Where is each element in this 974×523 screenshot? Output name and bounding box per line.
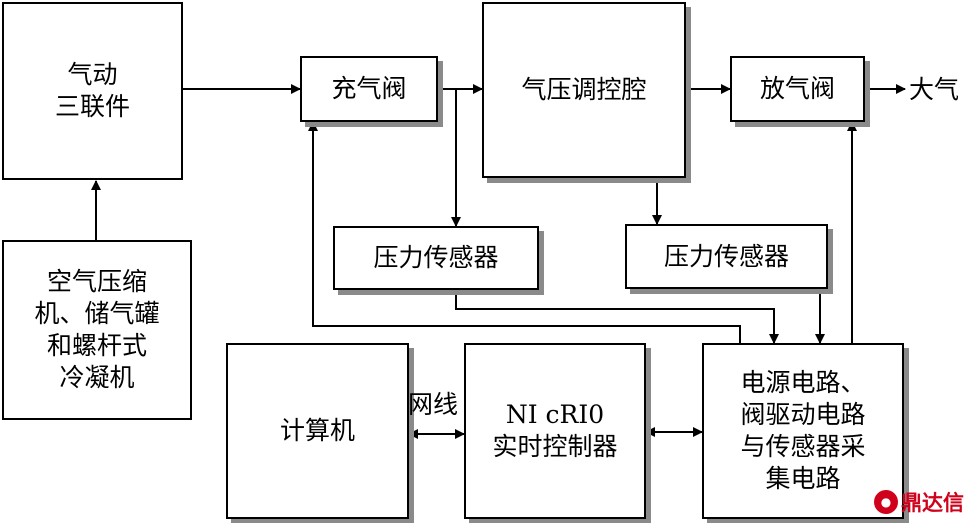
circuit-line3: 与传感器采: [740, 432, 866, 461]
triple-line1: 气动: [67, 60, 118, 89]
compressor-line1: 空气压缩: [46, 267, 147, 296]
pressure-sensor-a-box: 压力传感器: [333, 226, 539, 290]
compressor-box: 空气压缩 机、储气罐 和螺杆式 冷凝机: [2, 240, 192, 420]
chamber-label: 气压调控腔: [521, 75, 647, 104]
compressor-line2: 机、储气罐: [34, 299, 160, 328]
pressure-chamber-box: 气压调控腔: [482, 2, 686, 178]
sensor-b-label: 压力传感器: [663, 241, 789, 271]
arrow-sensor-a-to-circuit: [455, 290, 779, 344]
computer-label: 计算机: [279, 416, 355, 445]
release-valve-box: 放气阀: [730, 56, 865, 122]
pneumatic-triple-box: 气动 三联件: [2, 2, 183, 180]
realtime-controller-box: NI cRI0 实时控制器: [464, 343, 646, 519]
network-cable-label: 网线: [408, 390, 459, 419]
compressor-line4: 冷凝机: [59, 363, 135, 392]
triple-line2: 三联件: [54, 92, 130, 121]
watermark-text: 鼎达信: [901, 491, 964, 515]
atmosphere-label: 大气: [909, 75, 960, 104]
computer-box: 计算机: [226, 343, 409, 519]
watermark-logo-icon: ●: [874, 490, 898, 514]
compressor-line3: 和螺杆式: [46, 331, 147, 360]
arrow-circuit-to-fill-valve: [308, 121, 741, 343]
circuit-line2: 阀驱动电路: [740, 400, 866, 429]
watermark: ● 鼎达信: [874, 487, 964, 517]
pressure-sensor-b-box: 压力传感器: [625, 224, 828, 289]
circuit-line4: 集电路: [765, 464, 841, 493]
controller-line2: 实时控制器: [492, 432, 618, 461]
circuit-box: 电源电路、 阀驱动电路 与传感器采 集电路: [702, 343, 904, 519]
controller-line1: NI cRI0: [505, 400, 605, 429]
release-valve-label: 放气阀: [759, 74, 835, 103]
sensor-a-label: 压力传感器: [373, 243, 499, 272]
circuit-line1: 电源电路、: [740, 368, 866, 397]
fill-valve-label: 充气阀: [331, 74, 407, 103]
fill-valve-box: 充气阀: [300, 56, 438, 122]
